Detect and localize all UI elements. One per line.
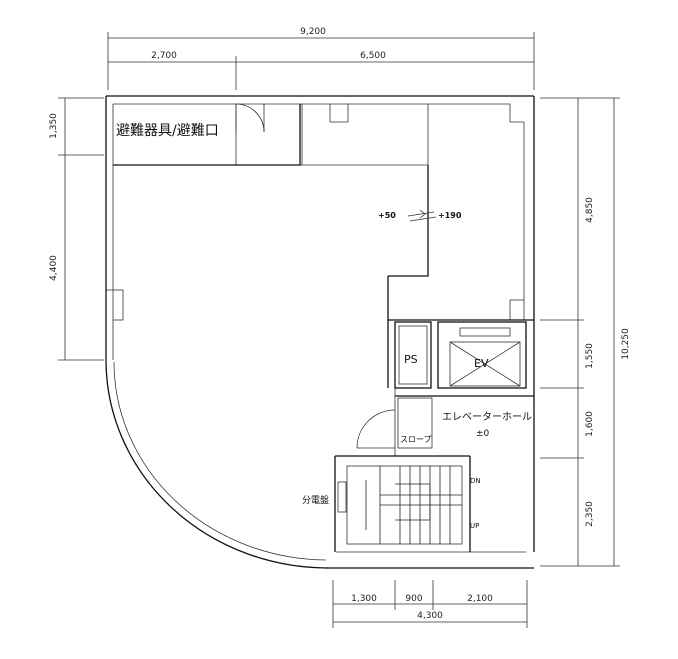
level-left: +50: [378, 211, 396, 220]
dim-bottom-a: 1,300: [351, 594, 377, 604]
dim-total-width: 9,200: [300, 27, 326, 37]
dim-bottom-b: 900: [405, 594, 422, 604]
room-label-ev: EV: [474, 357, 489, 370]
level-marker: [407, 209, 437, 222]
outer-walls: [105, 95, 535, 569]
top-dimensions: 9,200 2,700 6,500: [107, 27, 535, 90]
dim-right-hall: 1,600: [585, 411, 595, 437]
dim-left-bottom: 4,400: [49, 255, 59, 281]
left-dimensions: 1,350 4,400: [49, 97, 104, 361]
dim-right-total: 10,250: [621, 328, 631, 360]
room-label-ps: PS: [404, 353, 418, 366]
stair-label-dn: DN: [470, 477, 481, 485]
dim-left-top: 1,350: [49, 113, 59, 139]
level-right: +190: [438, 211, 462, 220]
room-label-panel: 分電盤: [302, 494, 329, 506]
room-label-hall-level: ±0: [476, 429, 490, 439]
dim-bottom-total: 4,300: [417, 611, 443, 621]
dim-bottom-c: 2,100: [467, 594, 493, 604]
room-label-elevator-hall: エレベーターホール: [442, 411, 532, 423]
staircase: [337, 465, 463, 545]
room-label-slope: スロープ: [400, 435, 432, 444]
interior-walls: [106, 103, 534, 552]
dim-right-width: 6,500: [360, 51, 386, 61]
dim-right-stair: 2,350: [585, 501, 595, 527]
right-dimensions: 4,850 1,550 1,600 2,350 10,250: [540, 97, 631, 567]
dim-left-width: 2,700: [151, 51, 177, 61]
room-label-evac: 避難器具/避難口: [116, 123, 219, 139]
stair-label-up: UP: [470, 522, 479, 530]
dim-right-ev: 1,550: [585, 343, 595, 369]
dim-right-upper: 4,850: [585, 197, 595, 223]
bottom-dimensions: 1,300 900 2,100 4,300: [332, 580, 528, 628]
